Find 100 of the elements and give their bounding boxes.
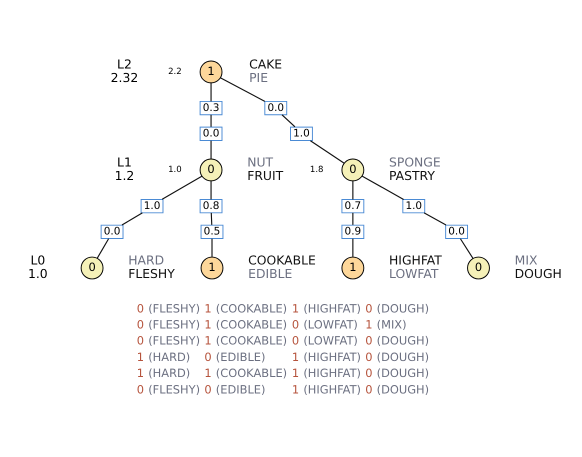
label: 1 <box>204 334 212 348</box>
connector <box>210 83 212 102</box>
label: 1 <box>365 318 372 332</box>
label: (MIX) <box>376 318 407 332</box>
label: (COOKABLE) <box>216 334 288 348</box>
label: 1 <box>136 366 144 380</box>
node-circle: 0 <box>341 158 364 182</box>
label: 0 <box>292 334 300 348</box>
connector <box>352 212 354 225</box>
node-circle: 0 <box>200 158 222 182</box>
label: L0 <box>30 254 46 268</box>
label: L1 <box>117 156 132 170</box>
label: 1 <box>204 318 212 332</box>
label: 0 <box>204 350 212 364</box>
label: 1 <box>292 350 300 364</box>
connector <box>362 176 404 200</box>
label: 0 <box>136 318 144 332</box>
label: (FLESHY) <box>148 382 200 396</box>
label: 0 <box>136 382 144 396</box>
label: (DOUGH) <box>376 301 430 316</box>
connector <box>352 181 354 200</box>
label: 0 <box>365 350 372 364</box>
label: (HARD) <box>148 366 190 380</box>
connector <box>211 238 213 257</box>
label: (HIGHFAT) <box>303 301 362 316</box>
label: 0 <box>365 301 372 316</box>
label: 0 <box>365 334 372 348</box>
node-label: PASTRY <box>389 168 435 183</box>
label: 0 <box>136 334 144 348</box>
label: (FLESHY) <box>148 301 200 316</box>
label: 2.32 <box>110 70 138 85</box>
label: (EDIBLE) <box>216 350 266 364</box>
connector <box>210 212 212 225</box>
node-circle: 1 <box>341 256 364 280</box>
connector <box>352 238 354 257</box>
connector <box>310 140 344 164</box>
label: (HIGHFAT) <box>303 350 362 364</box>
label: L2 <box>117 58 132 72</box>
connector <box>162 176 202 200</box>
node-label: LOWFAT <box>389 266 438 281</box>
label: (HIGHFAT) <box>303 366 362 380</box>
node-label: PIE <box>249 70 268 85</box>
node-box: 0.9 <box>341 224 364 239</box>
label: 0 <box>136 301 144 316</box>
label: 1.0 <box>28 266 48 281</box>
label: 0 <box>365 366 372 380</box>
label: (HIGHFAT) <box>303 382 362 396</box>
label: (LOWFAT) <box>303 318 358 332</box>
node-label: 1.8 <box>310 165 324 176</box>
node-label: MIX <box>514 254 538 268</box>
label: (HARD) <box>148 350 190 364</box>
node-box: 0.0 <box>200 126 222 141</box>
connector <box>122 212 143 226</box>
label: 0 <box>365 382 372 396</box>
connector <box>210 114 212 127</box>
node-circle: 0 <box>467 256 490 280</box>
node-label: 2.2 <box>168 67 182 78</box>
node-circle: 0 <box>80 256 104 280</box>
label: (DOUGH) <box>376 334 430 348</box>
node-label: CAKE <box>249 58 282 72</box>
label: (COOKABLE) <box>216 366 288 380</box>
node-box: 0.7 <box>341 199 364 214</box>
node-label: FRUIT <box>247 168 284 183</box>
label: 1 <box>292 366 300 380</box>
node-box: 1.0 <box>402 199 426 214</box>
label: (FLESHY) <box>148 334 200 348</box>
label: (DOUGH) <box>376 382 430 396</box>
label: 1 <box>204 301 212 316</box>
node-box: 0.0 <box>445 224 468 239</box>
connector <box>210 181 212 200</box>
label: (DOUGH) <box>376 366 430 380</box>
node-label: NUT <box>247 156 274 170</box>
label: (EDIBLE) <box>216 382 266 396</box>
node-label: EDIBLE <box>248 266 292 281</box>
node-label: HARD <box>128 254 164 268</box>
node-box: 1.0 <box>140 199 164 214</box>
label: 1 <box>136 350 144 364</box>
node-label: FLESHY <box>128 266 175 281</box>
node-box: 0.3 <box>200 100 222 116</box>
node-label: 1.0 <box>168 165 182 176</box>
label: (LOWFAT) <box>303 334 358 348</box>
node-circle: 1 <box>200 60 222 84</box>
label: 0 <box>204 382 212 396</box>
connector <box>210 140 212 159</box>
label: (DOUGH) <box>376 350 430 364</box>
node-label: COOKABLE <box>248 254 316 268</box>
label: 1 <box>292 382 300 396</box>
connector <box>220 77 266 102</box>
node-box: 1.0 <box>290 126 313 141</box>
node-circle: 1 <box>200 256 224 280</box>
node-label: SPONGE <box>389 156 441 170</box>
label: 1 <box>292 301 300 316</box>
connector <box>460 238 474 259</box>
connector <box>96 238 110 258</box>
node-label: HIGHFAT <box>389 254 442 268</box>
connector <box>282 114 296 128</box>
label: (COOKABLE) <box>216 301 288 316</box>
node-label: DOUGH <box>514 266 562 281</box>
label: (FLESHY) <box>148 318 200 332</box>
connector <box>424 212 446 226</box>
